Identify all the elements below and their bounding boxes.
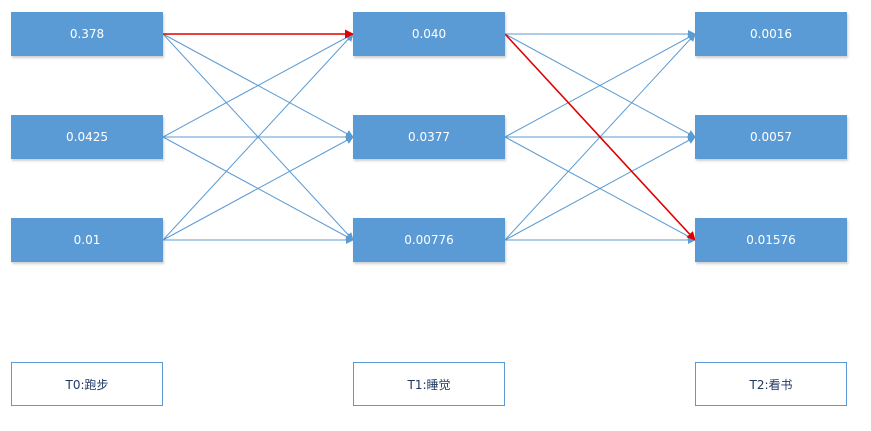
node-t1-state-1: 0.040 bbox=[353, 12, 505, 56]
node-t0-state-2: 0.0425 bbox=[11, 115, 163, 159]
edge-t0-1-to-t1-2 bbox=[162, 33, 354, 138]
node-t2-state-1: 0.0016 bbox=[695, 12, 847, 56]
node-t0-state-1: 0.378 bbox=[11, 12, 163, 56]
node-t1-state-3: 0.00776 bbox=[353, 218, 505, 262]
time-label-t2: T2:看书 bbox=[695, 362, 847, 406]
node-t2-state-3: 0.01576 bbox=[695, 218, 847, 262]
node-t1-state-2: 0.0377 bbox=[353, 115, 505, 159]
node-t2-state-2: 0.0057 bbox=[695, 115, 847, 159]
time-label-t1: T1:睡觉 bbox=[353, 362, 505, 406]
node-t0-state-3: 0.01 bbox=[11, 218, 163, 262]
edge-t0-2-to-t1-3 bbox=[162, 136, 354, 241]
highlight-edge-t1-1-to-t2-3 bbox=[504, 33, 696, 241]
time-label-t0: T0:跑步 bbox=[11, 362, 163, 406]
edge-t1-1-to-t2-2 bbox=[504, 33, 696, 138]
edge-t0-1-to-t1-3 bbox=[162, 33, 354, 241]
edge-t1-2-to-t2-3 bbox=[504, 136, 696, 241]
